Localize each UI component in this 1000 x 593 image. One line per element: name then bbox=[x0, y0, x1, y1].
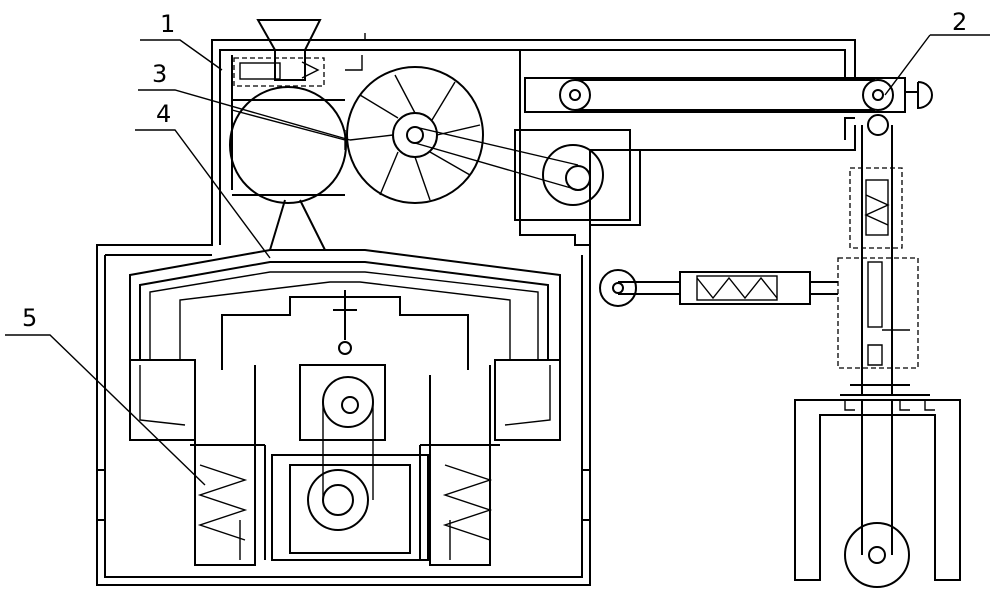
leader-lines bbox=[5, 35, 990, 485]
label-4: 4 bbox=[156, 102, 171, 126]
spring-modules bbox=[600, 168, 918, 368]
main-housing bbox=[97, 40, 855, 585]
hopper bbox=[234, 20, 365, 86]
center-motor bbox=[272, 290, 428, 560]
label-1: 1 bbox=[160, 12, 175, 36]
label-3: 3 bbox=[152, 62, 167, 86]
label-5: 5 bbox=[22, 306, 37, 330]
label-2: 2 bbox=[952, 10, 967, 34]
cart-frame bbox=[795, 385, 960, 587]
upper-arm bbox=[525, 78, 932, 395]
motor-pulley bbox=[515, 130, 630, 220]
grinding-drum bbox=[230, 87, 346, 250]
